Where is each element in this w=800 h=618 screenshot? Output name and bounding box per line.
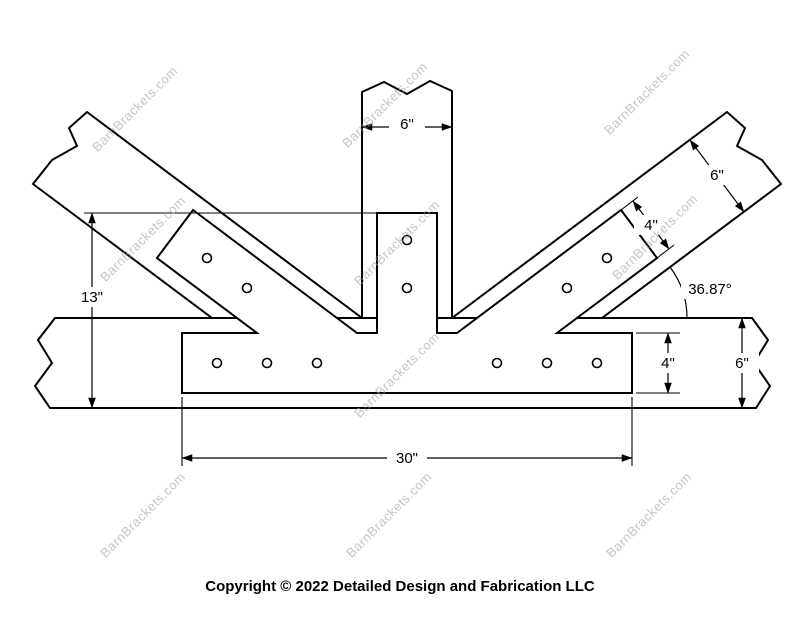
dimension-angle: 36.87° xyxy=(669,266,739,319)
dimension-beam-depth: 6" xyxy=(725,317,759,409)
bolt-holes xyxy=(201,234,613,369)
dimension-brace-depth: 6" xyxy=(689,139,745,213)
bolt-hole xyxy=(401,234,413,246)
bracket-plate xyxy=(155,208,659,394)
watermark-text: BarnBrackets.com xyxy=(343,469,434,560)
dimension-truss-height: 13" xyxy=(73,212,377,409)
copyright-text: Copyright © 2022 Detailed Design and Fab… xyxy=(205,578,595,595)
bolt-hole xyxy=(401,282,413,294)
bolt-hole xyxy=(261,357,273,369)
truss-height-label: 13" xyxy=(81,289,103,306)
dimension-plate-length: 30" xyxy=(181,397,633,468)
dimension-plate-height: 4" xyxy=(636,332,685,394)
watermark-text: BarnBrackets.com xyxy=(89,63,180,154)
watermark-text: BarnBrackets.com xyxy=(97,469,188,560)
bolt-hole xyxy=(541,357,553,369)
plate-height-label: 4" xyxy=(661,355,675,372)
watermark-text: BarnBrackets.com xyxy=(601,46,692,137)
dimensions: 6" 6" 4" 36.87° 13" xyxy=(73,114,759,468)
dimension-post-width: 6" xyxy=(361,114,453,134)
watermark-text: BarnBrackets.com xyxy=(603,469,694,560)
bolt-hole xyxy=(591,357,603,369)
bolt-hole xyxy=(561,282,573,294)
dimension-brace-bracket-width: 4" xyxy=(620,196,675,259)
angle-label: 36.87° xyxy=(688,281,732,298)
bolt-hole xyxy=(241,282,253,294)
bolt-hole xyxy=(601,252,613,264)
plate-length-label: 30" xyxy=(396,450,418,467)
beam-depth-label: 6" xyxy=(735,355,749,372)
bolt-hole xyxy=(491,357,503,369)
brace-bracket-width-label: 4" xyxy=(644,217,658,234)
brace-depth-label: 6" xyxy=(710,167,724,184)
bolt-hole xyxy=(311,357,323,369)
bolt-hole xyxy=(211,357,223,369)
bolt-hole xyxy=(201,252,213,264)
post-width-label: 6" xyxy=(400,116,414,133)
